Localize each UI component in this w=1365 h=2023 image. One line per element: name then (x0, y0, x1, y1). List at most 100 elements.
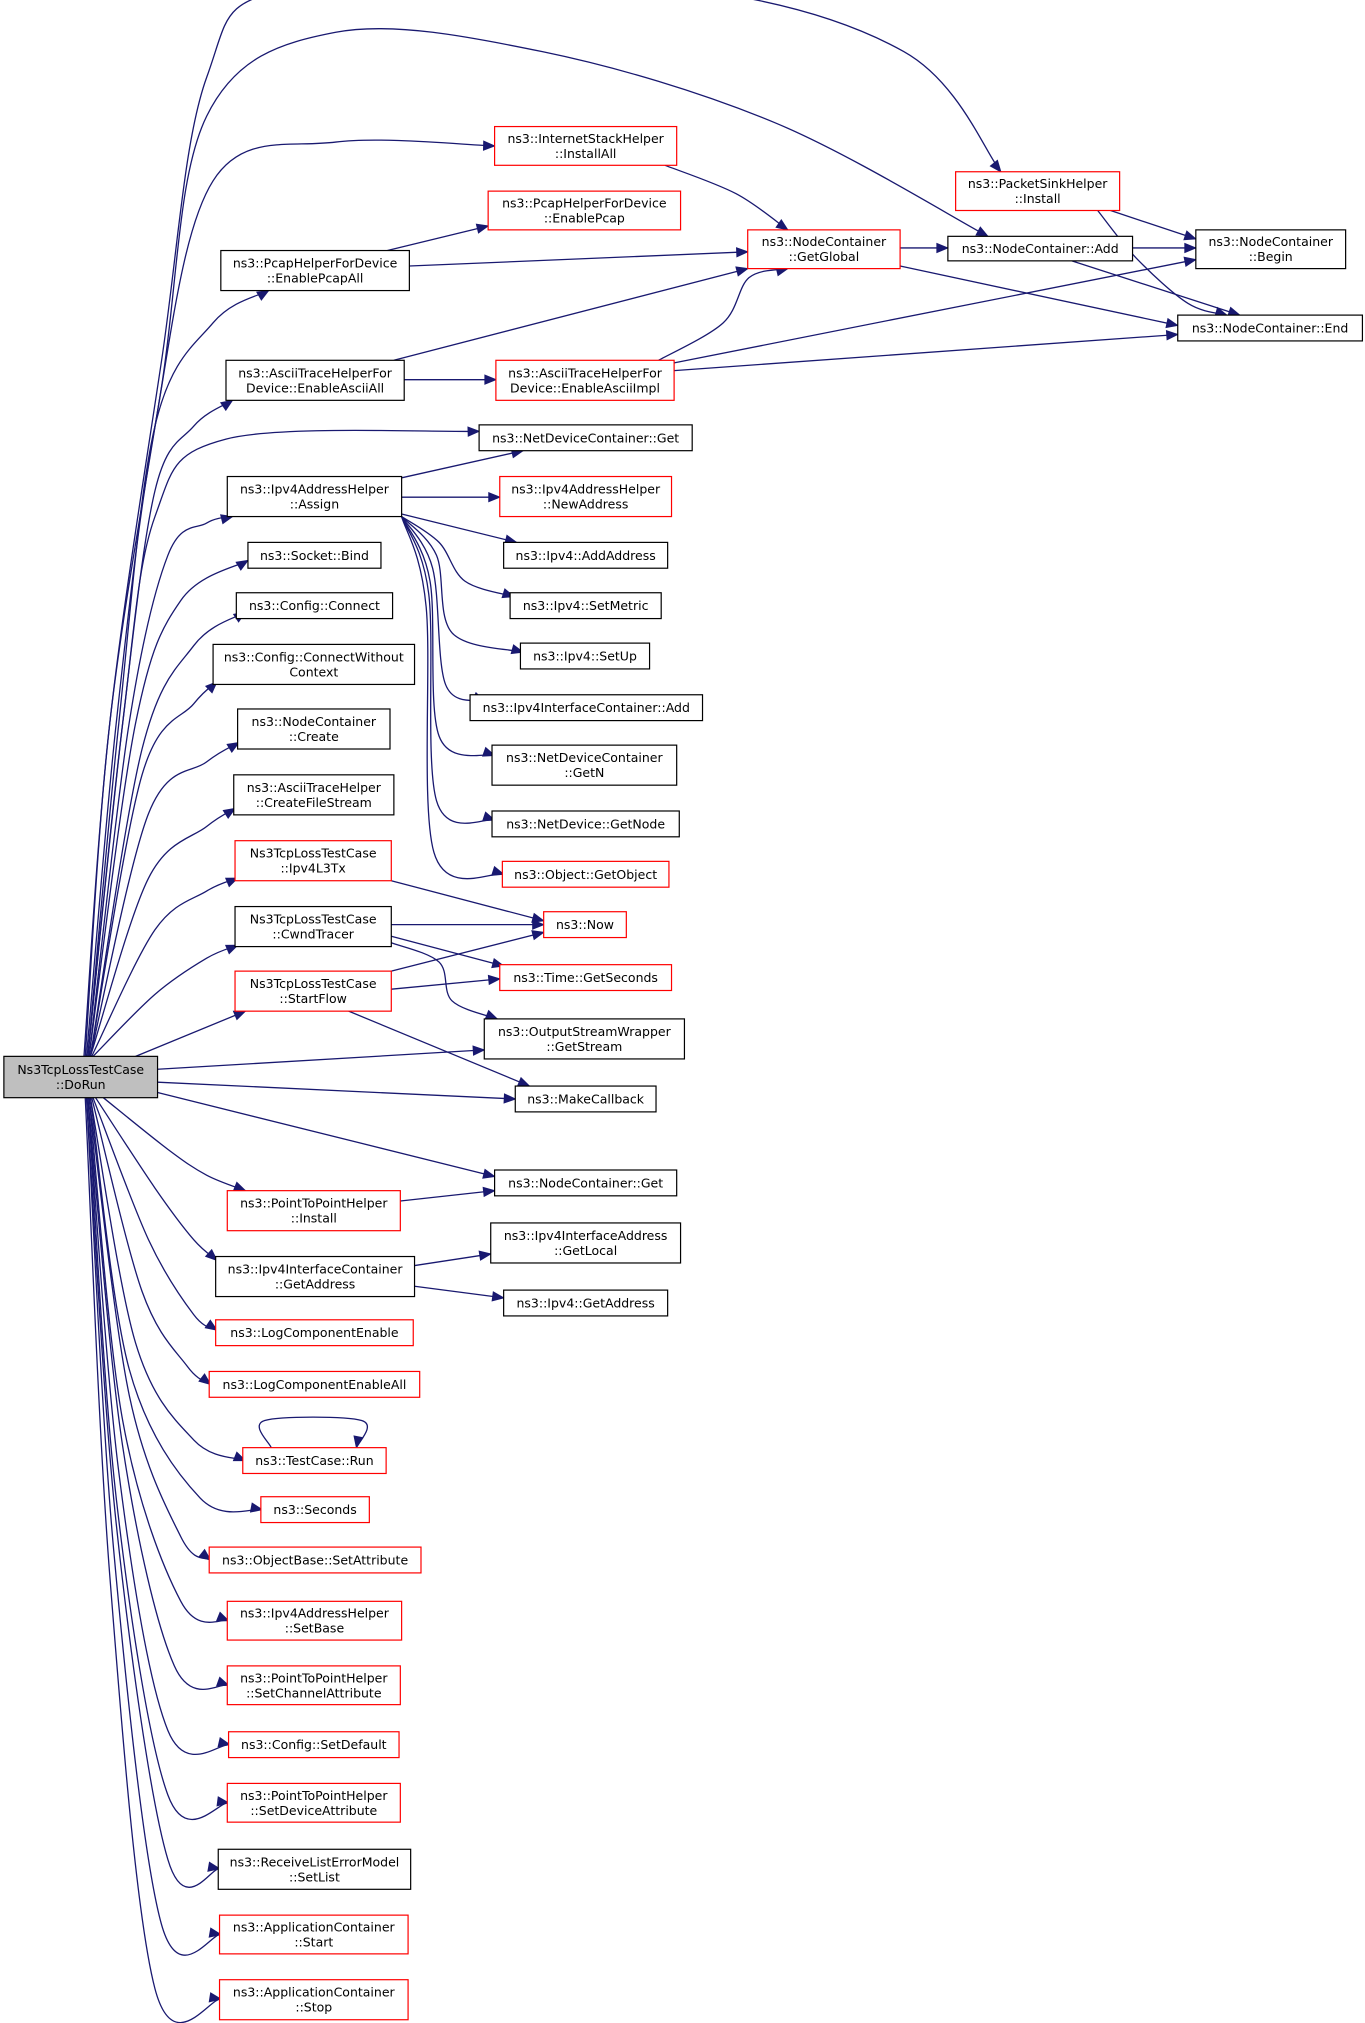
node-box[interactable] (543, 911, 627, 939)
node-tlt-ipv4l3tx[interactable]: Ns3TcpLossTestCase::Ipv4L3Tx (234, 840, 392, 882)
node-ipv4ah-assign[interactable]: ns3::Ipv4AddressHelper::Assign (226, 475, 403, 518)
node-ipv4-setup[interactable]: ns3::Ipv4::SetUp (519, 642, 651, 670)
node-box[interactable] (503, 1289, 669, 1317)
node-box[interactable] (495, 359, 675, 401)
node-box[interactable] (955, 171, 1121, 212)
node-logcomponentenableall[interactable]: ns3::LogComponentEnableAll (208, 1370, 421, 1398)
node-p2p-install[interactable]: ns3::PointToPointHelper::Install (226, 1190, 401, 1232)
node-p2p-setdeviceattr[interactable]: ns3::PointToPointHelper::SetDeviceAttrib… (226, 1782, 401, 1823)
node-ndc-getn[interactable]: ns3::NetDeviceContainer::GetN (491, 744, 678, 786)
node-box[interactable] (235, 592, 394, 620)
node-box[interactable] (226, 1600, 403, 1641)
node-tlt-startflow[interactable]: Ns3TcpLossTestCase::StartFlow (234, 970, 392, 1012)
node-box[interactable] (227, 1731, 400, 1759)
node-obj-getobject[interactable]: ns3::Object::GetObject (501, 860, 670, 888)
node-box[interactable] (491, 744, 678, 786)
node-phd-enablepcap[interactable]: ns3::PcapHelperForDevice::EnablePcap (487, 190, 682, 231)
node-box[interactable] (1195, 229, 1347, 270)
node-box[interactable] (491, 810, 680, 838)
node-box[interactable] (233, 774, 395, 816)
node-ac-stop[interactable]: ns3::ApplicationContainer::Stop (218, 1979, 409, 2021)
node-ipv4-setmetric[interactable]: ns3::Ipv4::SetMetric (509, 592, 662, 620)
node-box[interactable] (487, 190, 682, 231)
node-nc-begin[interactable]: ns3::NodeContainer::Begin (1195, 229, 1347, 270)
node-box[interactable] (208, 1546, 422, 1574)
node-p2p-setchannelattr[interactable]: ns3::PointToPointHelper::SetChannelAttri… (226, 1665, 401, 1706)
node-box[interactable] (1177, 314, 1364, 342)
node-box[interactable] (499, 964, 673, 992)
node-box[interactable] (226, 1665, 401, 1706)
node-box[interactable] (247, 541, 382, 569)
node-objbase-setattribute[interactable]: ns3::ObjectBase::SetAttribute (208, 1546, 422, 1574)
node-ndc-get[interactable]: ns3::NetDeviceContainer::Get (478, 424, 693, 452)
node-athd-enableasciiimpl[interactable]: ns3::AsciiTraceHelperForDevice::EnableAs… (495, 359, 675, 401)
node-testcase-run[interactable]: ns3::TestCase::Run (242, 1447, 387, 1475)
node-box[interactable] (234, 840, 392, 882)
node-box[interactable] (237, 708, 391, 750)
node-nc-getglobal[interactable]: ns3::NodeContainer::GetGlobal (747, 229, 901, 270)
node-box[interactable] (226, 475, 403, 518)
node-ipv4ic-getaddress[interactable]: ns3::Ipv4InterfaceContainer::GetAddress (215, 1255, 416, 1298)
node-config-setdefault[interactable]: ns3::Config::SetDefault (227, 1731, 400, 1759)
node-root[interactable]: Ns3TcpLossTestCase::DoRun (3, 1055, 159, 1099)
node-box[interactable] (260, 1496, 370, 1524)
node-box[interactable] (494, 1169, 678, 1197)
node-box[interactable] (483, 1018, 686, 1060)
node-box[interactable] (208, 1370, 421, 1398)
node-tlt-cwndtracer[interactable]: Ns3TcpLossTestCase::CwndTracer (234, 905, 392, 948)
node-time-getseconds[interactable]: ns3::Time::GetSeconds (499, 964, 673, 992)
node-psh-install[interactable]: ns3::PacketSinkHelper::Install (955, 171, 1121, 212)
node-box[interactable] (234, 905, 392, 948)
node-ipv4ah-newaddress[interactable]: ns3::Ipv4AddressHelper::NewAddress (499, 475, 673, 518)
node-box[interactable] (217, 1848, 412, 1890)
node-athd-enableasciiall[interactable]: ns3::AsciiTraceHelperForDevice::EnableAs… (225, 359, 405, 401)
node-box[interactable] (242, 1447, 387, 1475)
node-box[interactable] (215, 1255, 416, 1298)
node-box[interactable] (218, 1914, 409, 1955)
node-osw-getstream[interactable]: ns3::OutputStreamWrapper::GetStream (483, 1018, 686, 1060)
node-ns3-now[interactable]: ns3::Now (543, 911, 627, 939)
node-ac-start[interactable]: ns3::ApplicationContainer::Start (218, 1914, 409, 1955)
node-ipv4ia-getlocal[interactable]: ns3::Ipv4InterfaceAddress::GetLocal (490, 1222, 682, 1264)
node-phd-enablepcapall[interactable]: ns3::PcapHelperForDevice::EnablePcapAll (220, 249, 410, 292)
node-box[interactable] (503, 541, 669, 569)
node-box[interactable] (218, 1979, 409, 2021)
node-config-connect[interactable]: ns3::Config::Connect (235, 592, 394, 620)
node-box[interactable] (478, 424, 693, 452)
node-seconds[interactable]: ns3::Seconds (260, 1496, 370, 1524)
node-box[interactable] (747, 229, 901, 270)
node-logcomponentenable[interactable]: ns3::LogComponentEnable (215, 1319, 414, 1347)
node-box[interactable] (212, 643, 416, 686)
node-ipv4-getaddress[interactable]: ns3::Ipv4::GetAddress (503, 1289, 669, 1317)
node-box[interactable] (220, 249, 410, 292)
node-ipv4ah-setbase[interactable]: ns3::Ipv4AddressHelper::SetBase (226, 1600, 403, 1641)
node-nc-get[interactable]: ns3::NodeContainer::Get (494, 1169, 678, 1197)
node-makecallback[interactable]: ns3::MakeCallback (514, 1085, 657, 1113)
node-box[interactable] (234, 970, 392, 1012)
node-box[interactable] (514, 1085, 657, 1113)
node-nd-getnode[interactable]: ns3::NetDevice::GetNode (491, 810, 680, 838)
node-ish-installall[interactable]: ns3::InternetStackHelper::InstallAll (494, 125, 678, 166)
node-ipv4-addaddress[interactable]: ns3::Ipv4::AddAddress (503, 541, 669, 569)
node-box[interactable] (225, 359, 405, 401)
node-nc-end[interactable]: ns3::NodeContainer::End (1177, 314, 1364, 342)
node-ipv4ic-add[interactable]: ns3::Ipv4InterfaceContainer::Add (469, 694, 704, 722)
node-box[interactable] (494, 125, 678, 166)
node-box[interactable] (501, 860, 670, 888)
node-box[interactable] (469, 694, 704, 722)
node-box[interactable] (947, 235, 1134, 262)
node-rlem-setlist[interactable]: ns3::ReceiveListErrorModel::SetList (217, 1848, 412, 1890)
node-box[interactable] (499, 475, 673, 518)
node-box[interactable] (490, 1222, 682, 1264)
node-ath-createfilestream[interactable]: ns3::AsciiTraceHelper::CreateFileStream (233, 774, 395, 816)
node-box[interactable] (519, 642, 651, 670)
node-box[interactable] (226, 1190, 401, 1232)
node-box[interactable] (509, 592, 662, 620)
node-box[interactable] (226, 1782, 401, 1823)
node-socket-bind[interactable]: ns3::Socket::Bind (247, 541, 382, 569)
node-box[interactable] (215, 1319, 414, 1347)
node-nc-create[interactable]: ns3::NodeContainer::Create (237, 708, 391, 750)
node-box[interactable] (3, 1055, 159, 1099)
node-nc-add[interactable]: ns3::NodeContainer::Add (947, 235, 1134, 262)
